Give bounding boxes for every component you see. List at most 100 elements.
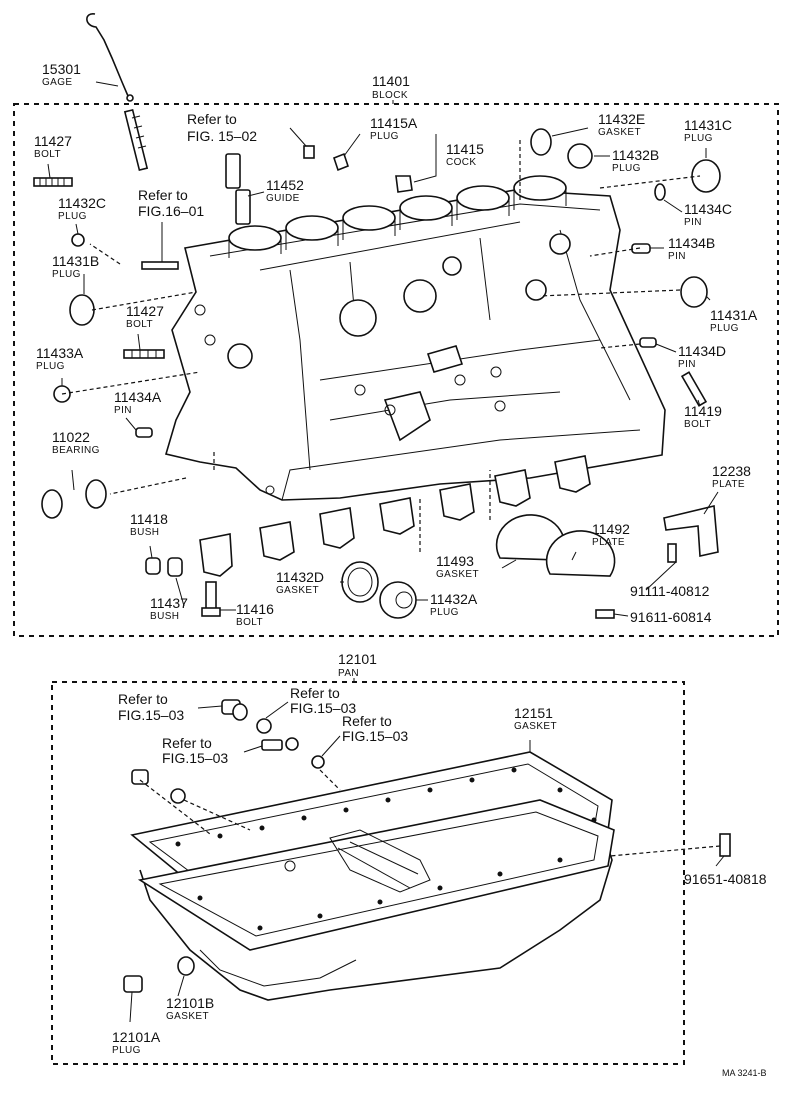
- svg-text:Refer to: Refer to: [118, 691, 168, 707]
- block-group-frame: [13, 103, 779, 637]
- svg-text:FIG.15–03: FIG.15–03: [342, 728, 408, 744]
- svg-text:GUIDE: GUIDE: [266, 193, 300, 204]
- label-11427-top: 11427 BOLT: [34, 133, 72, 160]
- svg-text:GASKET: GASKET: [276, 585, 319, 596]
- label-11022: 11022 BEARING: [52, 429, 100, 456]
- svg-text:BOLT: BOLT: [34, 149, 61, 160]
- svg-text:PLUG: PLUG: [430, 607, 459, 618]
- label-ref-1503-c: Refer to FIG.15–03: [342, 713, 408, 744]
- svg-text:11431A: 11431A: [710, 307, 758, 323]
- dipstick-gage: [86, 13, 149, 172]
- pan-group-label: 12101 PAN: [338, 651, 377, 682]
- svg-text:11427: 11427: [34, 133, 72, 149]
- svg-text:12151: 12151: [514, 705, 553, 721]
- label-11434d: 11434D PIN: [678, 343, 726, 370]
- svg-text:11432A: 11432A: [430, 591, 478, 607]
- svg-text:Refer to: Refer to: [138, 187, 188, 203]
- label-11437: 11437 BUSH: [150, 595, 188, 622]
- svg-text:BEARING: BEARING: [52, 445, 100, 456]
- label-ref-1503-d: Refer to FIG.15–03: [162, 735, 228, 766]
- svg-text:PLATE: PLATE: [712, 479, 745, 490]
- block-leaders: [47, 81, 719, 617]
- svg-text:GASKET: GASKET: [436, 569, 479, 580]
- svg-text:FIG.15–03: FIG.15–03: [290, 700, 356, 716]
- svg-text:PLUG: PLUG: [684, 133, 713, 144]
- svg-text:11022: 11022: [52, 429, 90, 445]
- svg-text:11432D: 11432D: [276, 569, 324, 585]
- svg-text:11432C: 11432C: [58, 195, 106, 211]
- label-11434c: 11434C PIN: [684, 201, 732, 228]
- svg-text:11432E: 11432E: [598, 111, 645, 127]
- svg-text:FIG. 15–02: FIG. 15–02: [187, 128, 257, 144]
- label-11415a: 11415A PLUG: [370, 115, 418, 142]
- svg-text:Refer to: Refer to: [187, 111, 237, 127]
- oil-pan: [130, 751, 615, 1001]
- svg-text:11427: 11427: [126, 303, 164, 319]
- svg-text:11437: 11437: [150, 595, 188, 611]
- svg-text:BUSH: BUSH: [150, 611, 179, 622]
- svg-text:11431C: 11431C: [684, 117, 732, 133]
- label-11493: 11493 GASKET: [436, 553, 479, 580]
- label-11452: 11452 GUIDE: [266, 177, 304, 204]
- svg-text:11434A: 11434A: [114, 389, 162, 405]
- svg-text:BOLT: BOLT: [684, 419, 711, 430]
- svg-text:11434C: 11434C: [684, 201, 732, 217]
- bearing-caps: [199, 455, 591, 577]
- svg-text:Refer to: Refer to: [290, 685, 340, 701]
- block-small-parts: [33, 128, 721, 619]
- svg-text:Refer to: Refer to: [162, 735, 212, 751]
- svg-text:11432B: 11432B: [612, 147, 659, 163]
- svg-text:11416: 11416: [236, 601, 274, 617]
- svg-text:12238: 12238: [712, 463, 751, 479]
- label-11434b: 11434B PIN: [668, 235, 715, 262]
- svg-text:12101: 12101: [338, 651, 377, 667]
- svg-text:PLUG: PLUG: [612, 163, 641, 174]
- label-12101a: 12101A PLUG: [112, 1029, 161, 1056]
- label-91651-40818: 91651-40818: [684, 871, 767, 887]
- svg-text:GAGE: GAGE: [42, 77, 73, 88]
- pan-leaders: [129, 701, 725, 1023]
- svg-text:GASKET: GASKET: [166, 1011, 209, 1022]
- svg-text:PLUG: PLUG: [52, 269, 81, 280]
- svg-text:FIG.15–03: FIG.15–03: [118, 707, 184, 723]
- label-11431c: 11431C PLUG: [684, 117, 732, 144]
- svg-text:11493: 11493: [436, 553, 474, 569]
- svg-text:PAN: PAN: [338, 668, 359, 679]
- svg-text:COCK: COCK: [446, 157, 477, 168]
- svg-text:PLUG: PLUG: [370, 131, 399, 142]
- label-11432a: 11432A PLUG: [430, 591, 478, 618]
- svg-text:GASKET: GASKET: [514, 721, 557, 732]
- label-91111-40812: 91111-40812: [630, 583, 710, 599]
- drawing-code: MA 3241-B: [722, 1068, 767, 1078]
- cylinder-bores: [228, 175, 567, 258]
- label-ref-1503-b: Refer to FIG.15–03: [290, 685, 356, 716]
- svg-text:11401: 11401: [372, 73, 410, 89]
- label-11432e: 11432E GASKET: [598, 111, 645, 138]
- svg-text:PLUG: PLUG: [36, 361, 65, 372]
- label-11415: 11415 COCK: [446, 141, 484, 168]
- svg-text:11434B: 11434B: [668, 235, 715, 251]
- svg-text:GASKET: GASKET: [598, 127, 641, 138]
- label-11431a: 11431A PLUG: [710, 307, 758, 334]
- label-11433a: 11433A PLUG: [36, 345, 84, 372]
- svg-text:12101B: 12101B: [166, 995, 214, 1011]
- label-15301: 15301 GAGE: [42, 61, 81, 88]
- svg-text:FIG.15–03: FIG.15–03: [162, 750, 228, 766]
- label-91611-60814: 91611-60814: [630, 609, 712, 625]
- svg-text:11431B: 11431B: [52, 253, 99, 269]
- label-11432d: 11432D GASKET: [276, 569, 324, 596]
- svg-text:11419: 11419: [684, 403, 722, 419]
- pan-group-frame: [51, 681, 685, 1065]
- svg-text:PIN: PIN: [678, 359, 696, 370]
- svg-text:15301: 15301: [42, 61, 81, 77]
- svg-text:11433A: 11433A: [36, 345, 84, 361]
- label-11427-middle: 11427 BOLT: [126, 303, 164, 330]
- svg-text:PLATE: PLATE: [592, 537, 625, 548]
- svg-text:11415: 11415: [446, 141, 484, 157]
- svg-text:PIN: PIN: [668, 251, 686, 262]
- svg-text:11415A: 11415A: [370, 115, 418, 131]
- label-11492: 11492 PLATE: [592, 521, 630, 548]
- label-ref-1601: Refer to FIG.16–01: [138, 187, 204, 219]
- svg-text:Refer to: Refer to: [342, 713, 392, 729]
